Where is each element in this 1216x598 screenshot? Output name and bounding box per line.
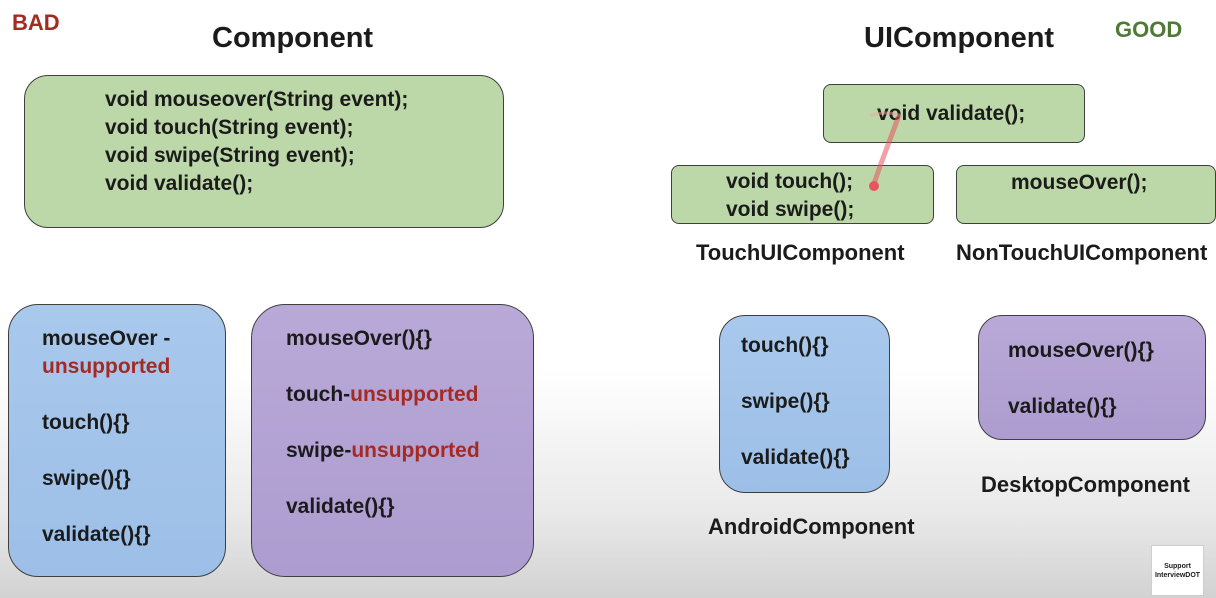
android-component-label: AndroidComponent [708, 514, 915, 539]
desktop-component-box: mouseOver(){} validate(){} [978, 315, 1206, 440]
bad-label: BAD [12, 10, 60, 35]
method-name: touch- [286, 383, 351, 406]
blue-component-box: mouseOver - unsupported touch(){} swipe(… [8, 304, 226, 577]
unsupported-text: unsupported [42, 355, 171, 378]
interface-method: void mouseover(String event); [105, 88, 409, 111]
method-line: void swipe(); [726, 198, 855, 221]
method-name: swipe- [286, 439, 352, 462]
touch-ui-component-label: TouchUIComponent [696, 240, 905, 265]
android-component-box: touch(){} swipe(){} validate(){} [719, 315, 890, 493]
support-badge[interactable]: Support InterviewDOT [1151, 545, 1204, 596]
method-line: mouseOver(); [1011, 171, 1148, 194]
method-line: void touch(); [726, 170, 854, 193]
unsupported-text: unsupported [350, 383, 479, 406]
badge-line: Support [1164, 563, 1191, 570]
component-title: Component [212, 22, 374, 54]
purple-component-box: mouseOver(){} touch-unsupported swipe-un… [251, 304, 534, 577]
component-interface-box: void mouseover(String event); void touch… [24, 75, 504, 228]
method-line: swipe(){} [42, 467, 131, 490]
interface-method: void validate(); [105, 172, 254, 195]
desktop-component-label: DesktopComponent [981, 472, 1190, 497]
method-line: mouseOver(){} [1008, 339, 1154, 362]
method-line: touch(){} [42, 411, 130, 434]
good-label: GOOD [1115, 17, 1183, 42]
method-line: mouseOver(){} [286, 327, 432, 350]
unsupported-text: unsupported [351, 439, 480, 462]
method-line: validate(){} [741, 446, 850, 469]
method-line: mouseOver - [42, 327, 171, 350]
interface-method: void touch(String event); [105, 116, 354, 139]
method-line: touch(){} [741, 334, 829, 357]
method-line: swipe(){} [741, 390, 830, 413]
pointer-annotation [869, 111, 903, 191]
nontouch-ui-component-box: mouseOver(); [956, 165, 1216, 224]
badge-line: InterviewDOT [1154, 572, 1201, 579]
uicomponent-title: UIComponent [864, 22, 1055, 54]
uicomponent-box: void validate(); [823, 84, 1085, 143]
method-line: touch-unsupported [286, 383, 478, 407]
method-line: void validate(); [877, 102, 1026, 125]
nontouch-ui-component-label: NonTouchUIComponent [956, 240, 1208, 265]
method-line: validate(){} [286, 495, 395, 518]
method-line: validate(){} [1008, 395, 1117, 418]
method-line: validate(){} [42, 523, 151, 546]
touch-ui-component-box: void touch(); void swipe(); [671, 165, 934, 224]
method-line: swipe-unsupported [286, 439, 480, 463]
interface-method: void swipe(String event); [105, 144, 355, 167]
